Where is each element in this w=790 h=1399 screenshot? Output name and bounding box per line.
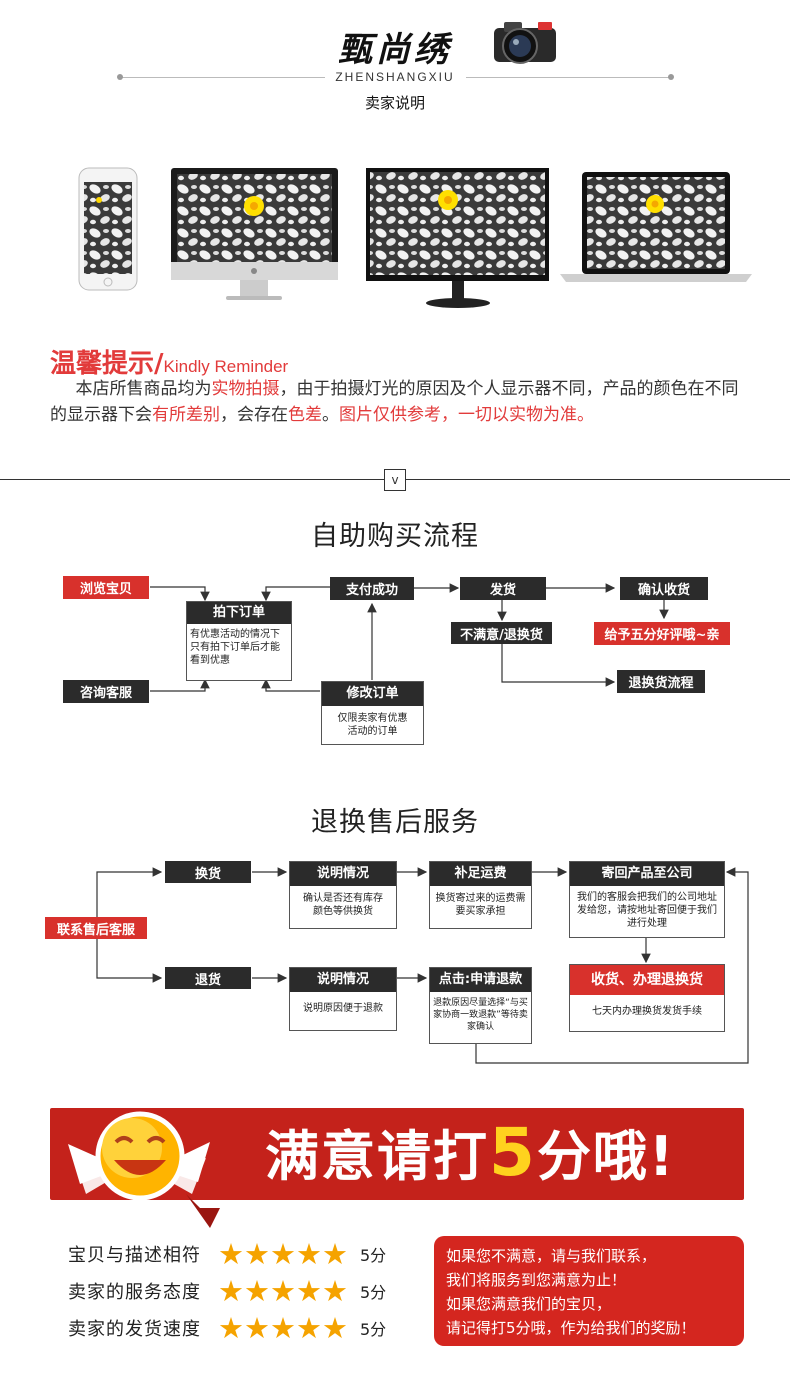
return-process-step: 退换货流程 (617, 670, 705, 693)
apply-refund-note: 退款原因尽量选择“与买家协商一致退款”等待卖家确认 (433, 998, 528, 1032)
rating-row: 卖家的服务态度 ★★★★★ 5分 (68, 1276, 428, 1306)
header-dot-left (117, 74, 123, 80)
rating-stars: ★★★★★ (218, 1239, 348, 1269)
explain-refund-card: 说明情况 说明原因便于退款 (289, 967, 397, 1031)
contact-aftersale-step: 联系售后客服 (45, 917, 147, 939)
star-icon: ★ (296, 1311, 322, 1345)
freight-title: 补足运费 (430, 862, 531, 886)
explain-exchange-card: 说明情况 确认是否还有库存颜色等供换货 (289, 861, 397, 929)
freight-card: 补足运费 换货寄过来的运费需要买家承担 (429, 861, 532, 929)
message-line: 请记得打5分哦，作为给我们的奖励！ (446, 1319, 696, 1337)
rating-stars: ★★★★★ (218, 1276, 348, 1306)
flow-connectors (96, 583, 749, 1064)
return-product-note: 我们的客服会把我们的公司地址发给您，请按地址寄回便于我们进行处理 (577, 892, 717, 929)
modify-order-title: 修改订单 (322, 682, 423, 706)
star-icon: ★ (270, 1311, 296, 1345)
star-icon: ★ (322, 1274, 348, 1308)
rating-label: 卖家的服务态度 (68, 1282, 201, 1303)
shipping-step: 发货 (460, 577, 546, 600)
rating-label: 宝贝与描述相符 (68, 1245, 201, 1266)
star-icon: ★ (296, 1274, 322, 1308)
explain-refund-title: 说明情况 (290, 968, 396, 992)
star-icon: ★ (244, 1311, 270, 1345)
message-line: 如果您不满意，请与我们联系， (446, 1247, 657, 1265)
star-icon: ★ (296, 1237, 322, 1271)
rating-row: 宝贝与描述相符 ★★★★★ 5分 (68, 1239, 428, 1269)
rating-score: 5分 (360, 1320, 387, 1339)
chevron-down-icon: v (384, 469, 406, 491)
star-icon: ★ (322, 1311, 348, 1345)
refund-step: 退货 (165, 967, 251, 989)
rating-score: 5分 (360, 1246, 387, 1265)
explain-exchange-title: 说明情况 (290, 862, 396, 886)
return-product-title: 寄回产品至公司 (570, 862, 724, 886)
brand-english: ZHENSHANGXIU (335, 70, 455, 84)
consult-service-step: 咨询客服 (63, 680, 149, 703)
message-line: 如果您满意我们的宝贝， (446, 1295, 612, 1313)
five-star-review-step: 给予五分好评哦~亲 (594, 622, 730, 645)
modify-order-note: 仅限卖家有优惠活动的订单 (337, 713, 408, 737)
satisfaction-message: 如果您不满意，请与我们联系， 我们将服务到您满意为止！ 如果您满意我们的宝贝， … (434, 1236, 744, 1346)
smiley-mascot-icon (68, 1111, 220, 1228)
explain-refund-note: 说明原因便于退款 (303, 1003, 383, 1014)
payment-success-step: 支付成功 (330, 577, 414, 600)
receive-return-card: 收货、办理退换货 七天内办理换货发货手续 (569, 964, 725, 1032)
purchase-flow-title: 自助购买流程 (311, 521, 479, 552)
place-order-card: 拍下订单 有优惠活动的情况下只有拍下订单后才能看到优惠 (186, 601, 292, 681)
rating-stars: ★★★★★ (218, 1313, 348, 1343)
header-line-right (466, 77, 671, 78)
explain-exchange-note: 确认是否还有库存颜色等供换货 (303, 893, 383, 917)
header-dot-right (668, 74, 674, 80)
browse-item-step: 浏览宝贝 (63, 576, 149, 599)
camera-icon (490, 16, 560, 66)
return-product-card: 寄回产品至公司 我们的客服会把我们的公司地址发给您，请按地址寄回便于我们进行处理 (569, 861, 725, 938)
rating-row: 卖家的发货速度 ★★★★★ 5分 (68, 1313, 428, 1343)
header-line-left (120, 77, 325, 78)
star-icon: ★ (218, 1237, 244, 1271)
aftersale-title: 退换售后服务 (311, 807, 479, 838)
modify-order-card: 修改订单 仅限卖家有优惠活动的订单 (321, 681, 424, 745)
place-order-note: 有优惠活动的情况下只有拍下订单后才能看到优惠 (190, 629, 280, 666)
exchange-step: 换货 (165, 861, 251, 883)
star-icon: ★ (218, 1311, 244, 1345)
confirm-receipt-step: 确认收货 (620, 577, 708, 600)
apply-refund-card: 点击:申请退款 退款原因尽量选择“与买家协商一致退款”等待卖家确认 (429, 967, 532, 1044)
freight-note: 换货寄过来的运费需要买家承担 (435, 893, 526, 917)
star-icon: ★ (244, 1237, 270, 1271)
page-subtitle: 卖家说明 (364, 94, 425, 112)
place-order-title: 拍下订单 (187, 602, 291, 624)
device-display-illustration (78, 167, 752, 308)
message-line: 我们将服务到您满意为止！ (446, 1271, 627, 1289)
star-icon: ★ (218, 1274, 244, 1308)
rating-banner-text: 满意请打5分哦! (265, 1114, 676, 1191)
brand-logo: 甄尚绣 (338, 30, 452, 70)
rating-score: 5分 (360, 1283, 387, 1302)
star-icon: ★ (270, 1237, 296, 1271)
star-icon: ★ (322, 1237, 348, 1271)
apply-refund-title: 点击:申请退款 (430, 968, 531, 992)
reminder-title: 温馨提示/Kindly Reminder (50, 349, 289, 379)
receive-return-title: 收货、办理退换货 (570, 965, 724, 995)
receive-return-note: 七天内办理换货发货手续 (592, 1006, 702, 1017)
rating-label: 卖家的发货速度 (68, 1319, 201, 1340)
reminder-text: 本店所售商品均为实物拍摄，由于拍摄灯光的原因及个人显示器不同，产品的颜色在不同的… (50, 379, 739, 425)
star-icon: ★ (270, 1274, 296, 1308)
star-icon: ★ (244, 1274, 270, 1308)
unsatisfied-return-step: 不满意/退换货 (451, 622, 552, 644)
